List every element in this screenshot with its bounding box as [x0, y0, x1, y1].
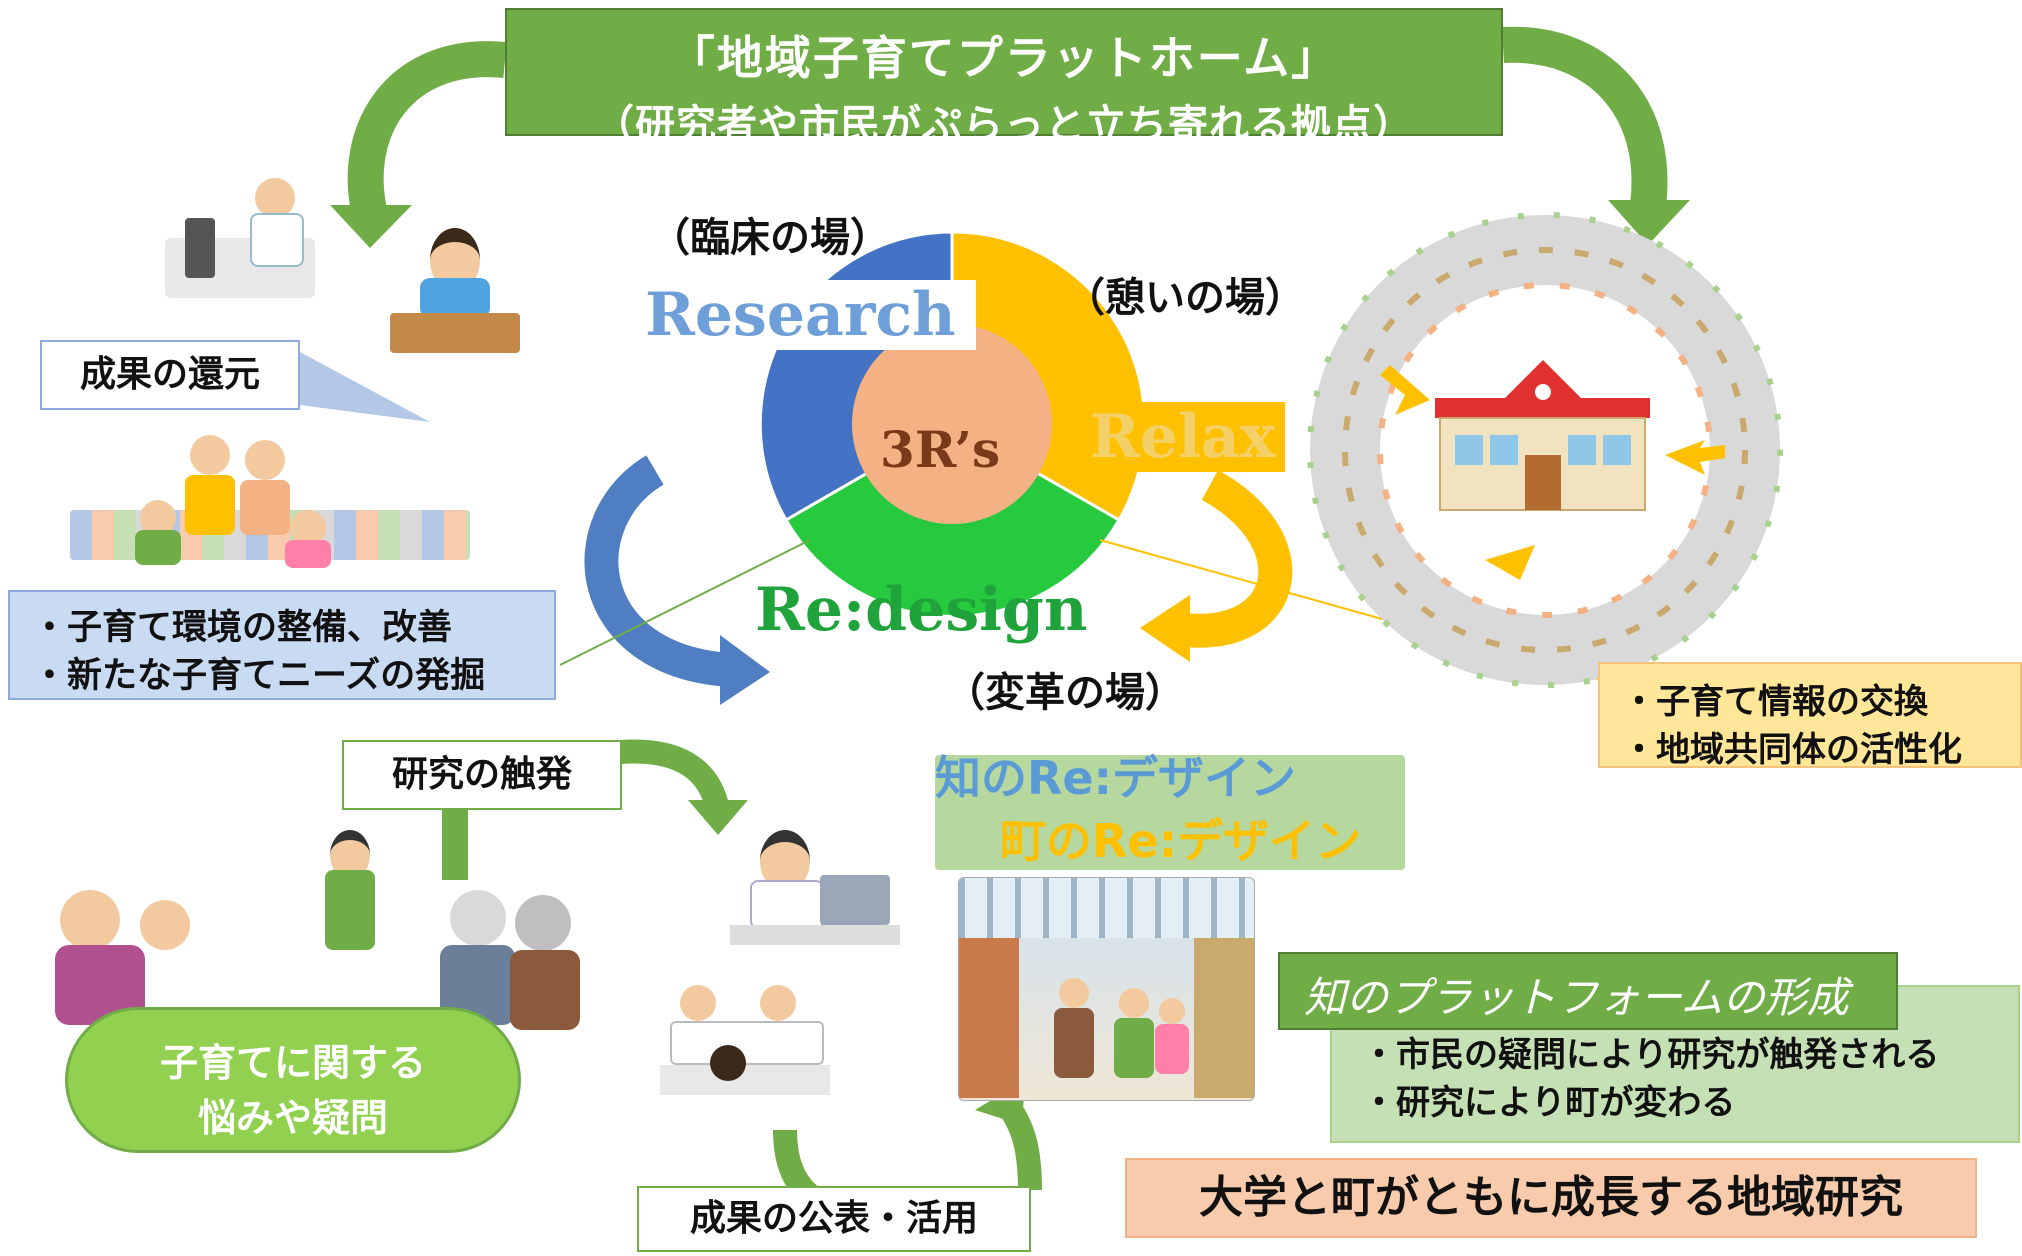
left-bullet-1: ・子育て環境の整備、改善: [32, 608, 453, 648]
right-bullet-2: ・地域共同体の活性化: [1622, 730, 1962, 770]
right-bullets-box: ・子育て情報の交換 ・地域共同体の活性化: [1598, 662, 2022, 770]
researcher-laptop-illustration: [730, 830, 900, 970]
arrow-relax-loop: [1140, 470, 1293, 662]
worries-line-1: 子育てに関する: [159, 1041, 426, 1085]
core-circle: [852, 324, 1052, 524]
inward-arrows: [1380, 365, 1725, 580]
callout-pointer: [300, 352, 430, 422]
research-trigger-label: 研究の触発: [342, 740, 622, 810]
platform-bullet-1: ・市民の疑問により研究が触発される: [1362, 1035, 1940, 1075]
worries-line-2: 悩みや疑問: [197, 1096, 388, 1140]
worries-cloud: 子育てに関する 悩みや疑問: [68, 1010, 518, 1150]
town-redesign-label: 町のRe:デザイン: [1000, 814, 1362, 868]
relax-label: Relax: [1080, 402, 1286, 472]
publish-label: 成果の公表・活用: [637, 1186, 1031, 1252]
research-label: Research: [625, 280, 976, 350]
arrow-banner-to-left: [330, 41, 507, 248]
meeting-illustration: [660, 985, 830, 1115]
clinical-place-label: （臨床の場）: [650, 214, 890, 261]
researcher-illustration: [165, 178, 315, 308]
school-building-icon: [1435, 360, 1650, 511]
connector-left: [559, 539, 811, 666]
worried-people-illustration: [55, 830, 580, 1030]
banner-title: 「地域子育てプラットホーム」: [668, 31, 1340, 85]
redesign-label: Re:design: [755, 575, 1088, 645]
change-place-label: （変革の場）: [945, 669, 1185, 716]
banner-subtitle: （研究者や市民がぷらっと立ち寄れる拠点）: [594, 101, 1414, 148]
platform-title: 知のプラットフォームの形成: [1278, 952, 1898, 1030]
core-label: 3R’s: [880, 420, 1001, 479]
footer-banner: 大学と町がともに成長する地域研究: [1125, 1158, 1977, 1238]
platform-banner: 「地域子育てプラットホーム」 （研究者や市民がぷらっと立ち寄れる拠点）: [505, 8, 1503, 148]
child-studying-illustration: [390, 228, 520, 358]
right-bullet-1: ・子育て情報の交換: [1622, 682, 1928, 722]
shopping-street-illustration: [958, 877, 1255, 1101]
redesign-glow: [935, 755, 1405, 870]
platform-bullet-2: ・研究により町が変わる: [1362, 1083, 1736, 1123]
arrow-trigger-right: [619, 739, 748, 835]
arrow-research-loop: [584, 455, 770, 705]
left-bullet-2: ・新たな子育てニーズの発掘: [32, 656, 486, 696]
knowledge-redesign-label: 知のRe:デザイン: [935, 751, 1297, 805]
rest-place-label: （憩いの場）: [1065, 274, 1305, 321]
arrow-banner-to-right: [1502, 26, 1690, 245]
family-town-illustration: [70, 430, 470, 570]
return-results-label: 成果の還元: [40, 340, 300, 410]
left-bullets-box: ・子育て環境の整備、改善 ・新たな子育てニーズの発掘: [8, 590, 556, 700]
